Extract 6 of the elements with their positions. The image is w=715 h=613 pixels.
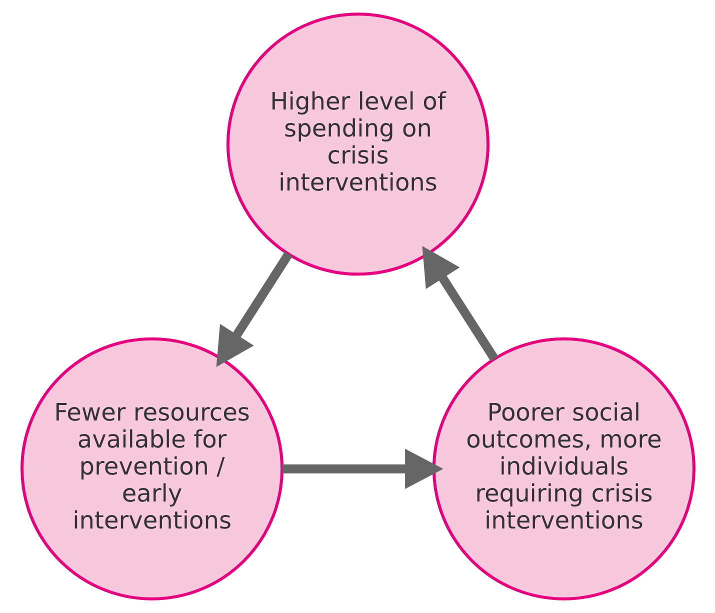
arrow	[282, 448, 443, 489]
node-circle: Poorer social outcomes, more individuals requiring crisis interventions	[432, 337, 695, 600]
arrow	[422, 246, 498, 362]
arrow	[216, 252, 292, 367]
node-circle: Fewer resources available for prevention / early interventions	[20, 337, 284, 600]
node-circle: Higher level of spending on crisis interventions	[226, 12, 490, 276]
